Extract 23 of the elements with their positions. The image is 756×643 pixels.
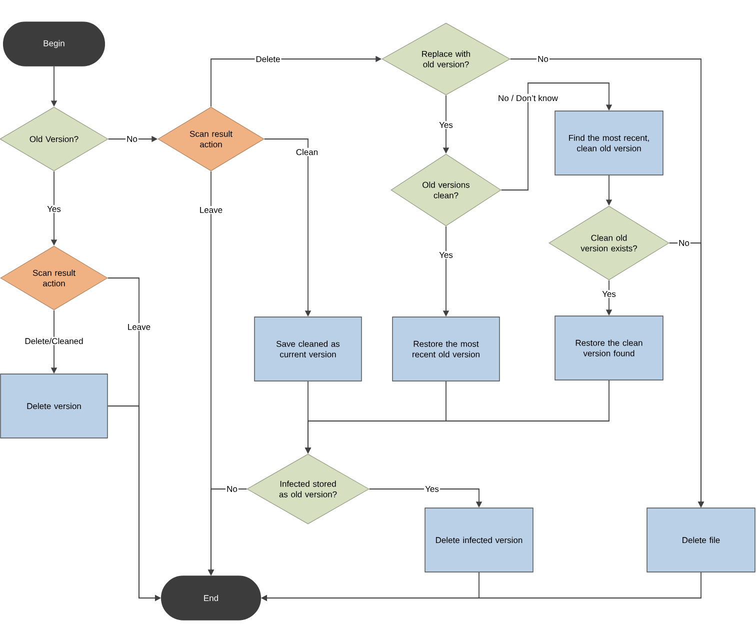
arrow [500,82,612,190]
edge-label: Yes [601,290,617,298]
process-box: Find the most recent, clean old version [554,110,664,176]
edge-label: Delete/Cleaned [24,336,84,346]
edge-label: Yes [424,485,440,493]
edge-label: Leave [126,323,152,331]
process-box: Save cleaned as current version [254,316,362,382]
edge-label: Clean [294,148,320,156]
process-box: Delete file [646,508,756,572]
edge-label: No [226,485,238,493]
edge-label: Yes [438,121,454,129]
edge-label: Delete [254,54,282,64]
edge-label: No [678,239,690,247]
edge-label: No [126,135,138,143]
process-box: Restore the clean version found [554,316,664,380]
edge-label: No [536,55,550,63]
edge-label: Yes [46,205,62,213]
edge-label: Yes [438,251,454,259]
process-box: Delete version [0,374,108,438]
process-box: Delete infected version [424,508,534,572]
process-box: Restore the most recent old version [392,316,500,382]
edge-label: Leave [198,206,224,214]
edge-label: No / Don’t know [497,94,559,102]
